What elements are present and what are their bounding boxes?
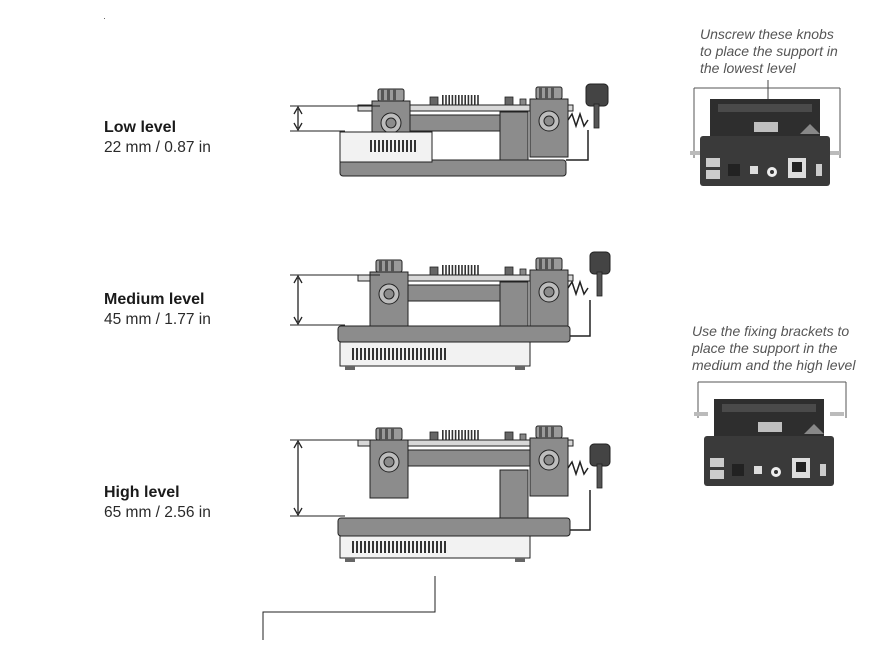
unscrew-note-line: the lowest level	[700, 60, 796, 76]
medium-level-label: Medium level 45 mm / 1.77 in	[104, 290, 211, 330]
high-level-measure: 65 mm / 2.56 in	[104, 504, 211, 521]
rear-panel-photo-low	[690, 99, 840, 186]
medium-level-measure: 45 mm / 1.77 in	[104, 311, 211, 328]
high-level-title: High level	[104, 484, 180, 501]
unscrew-note-line: Unscrew these knobs	[700, 26, 834, 42]
unscrew-note-line: to place the support in	[700, 43, 838, 59]
stray-dot	[104, 18, 105, 19]
low-level-side-view	[290, 83, 609, 177]
medium-level-side-view	[290, 251, 611, 370]
unscrew-knobs-note: Unscrew these knobs to place the support…	[700, 26, 838, 77]
brackets-note-line: medium and the high level	[692, 357, 856, 373]
fixing-brackets-note: Use the fixing brackets to place the sup…	[692, 323, 855, 374]
rear-panel-photo-brackets	[694, 399, 844, 486]
high-level-side-view	[290, 425, 611, 562]
brackets-note-line: place the support in the	[692, 340, 838, 356]
medium-level-title: Medium level	[104, 291, 205, 308]
high-level-label: High level 65 mm / 2.56 in	[104, 483, 211, 523]
low-level-measure: 22 mm / 0.87 in	[104, 139, 211, 156]
leader-line	[262, 576, 436, 640]
low-level-title: Low level	[104, 119, 177, 136]
brackets-note-line: Use the fixing brackets to	[692, 323, 850, 339]
low-level-label: Low level 22 mm / 0.87 in	[104, 118, 211, 158]
